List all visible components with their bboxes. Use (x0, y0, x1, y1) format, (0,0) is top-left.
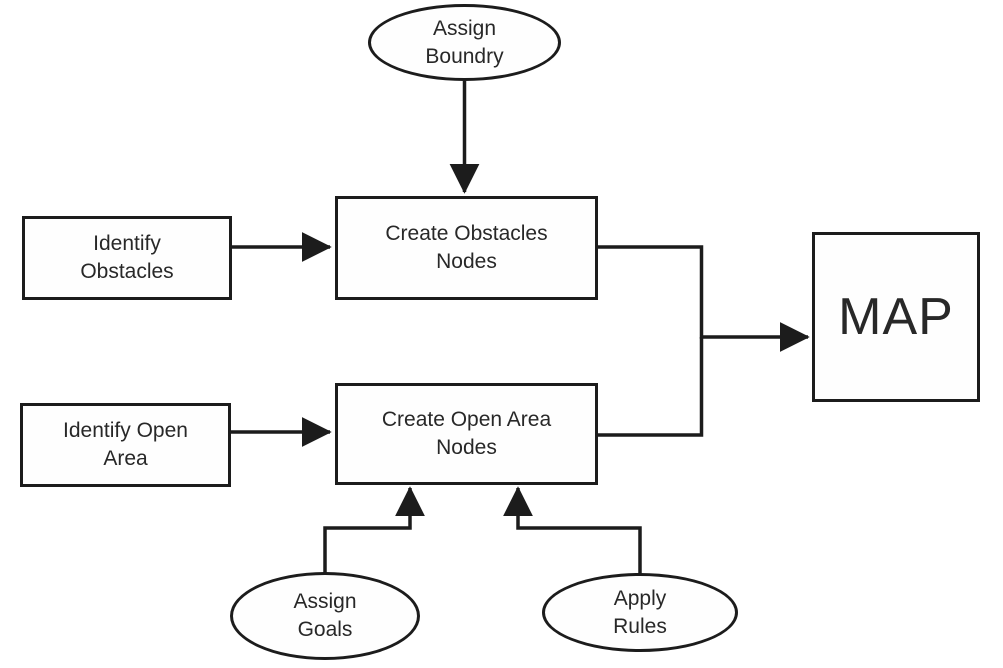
node-label-line: Nodes (436, 436, 497, 459)
node-assign-goals: Assign Goals (230, 572, 420, 660)
node-label-line: Goals (297, 618, 353, 641)
node-label-line: Create Obstacles (385, 222, 548, 246)
edge-create-obstacles-to-map (598, 245, 810, 352)
node-identify-open-area: Identify Open Area (20, 403, 231, 487)
edge-assign-goals-to-create-open-area (323, 486, 425, 574)
node-label-line: Identify (93, 232, 161, 256)
node-label-line: MAP (838, 288, 954, 346)
node-label-line: Area (103, 447, 148, 470)
node-label-line: Boundry (425, 44, 504, 68)
node-apply-rules: Apply Rules (542, 573, 738, 652)
node-identify-obstacles: Identify Obstacles (22, 216, 232, 300)
node-label-line: Identify Open (63, 419, 188, 443)
node-label-line: Assign (432, 16, 497, 40)
node-label-line: Apply (613, 586, 667, 610)
node-label-line: Rules (613, 614, 667, 638)
node-create-obstacles-nodes: Create Obstacles Nodes (335, 196, 598, 300)
edge-create-open-area-to-map-merge (598, 337, 704, 437)
node-map: MAP (812, 232, 980, 402)
node-label-line: Assign (293, 590, 357, 614)
node-label-line: Create Open Area (381, 408, 552, 432)
node-create-open-area-nodes: Create Open Area Nodes (335, 383, 598, 485)
node-label-line: Obstacles (80, 260, 174, 283)
node-assign-boundry: Assign Boundry (368, 4, 561, 81)
edge-apply-rules-to-create-open-area (503, 486, 642, 576)
node-label-line: Nodes (436, 250, 497, 273)
